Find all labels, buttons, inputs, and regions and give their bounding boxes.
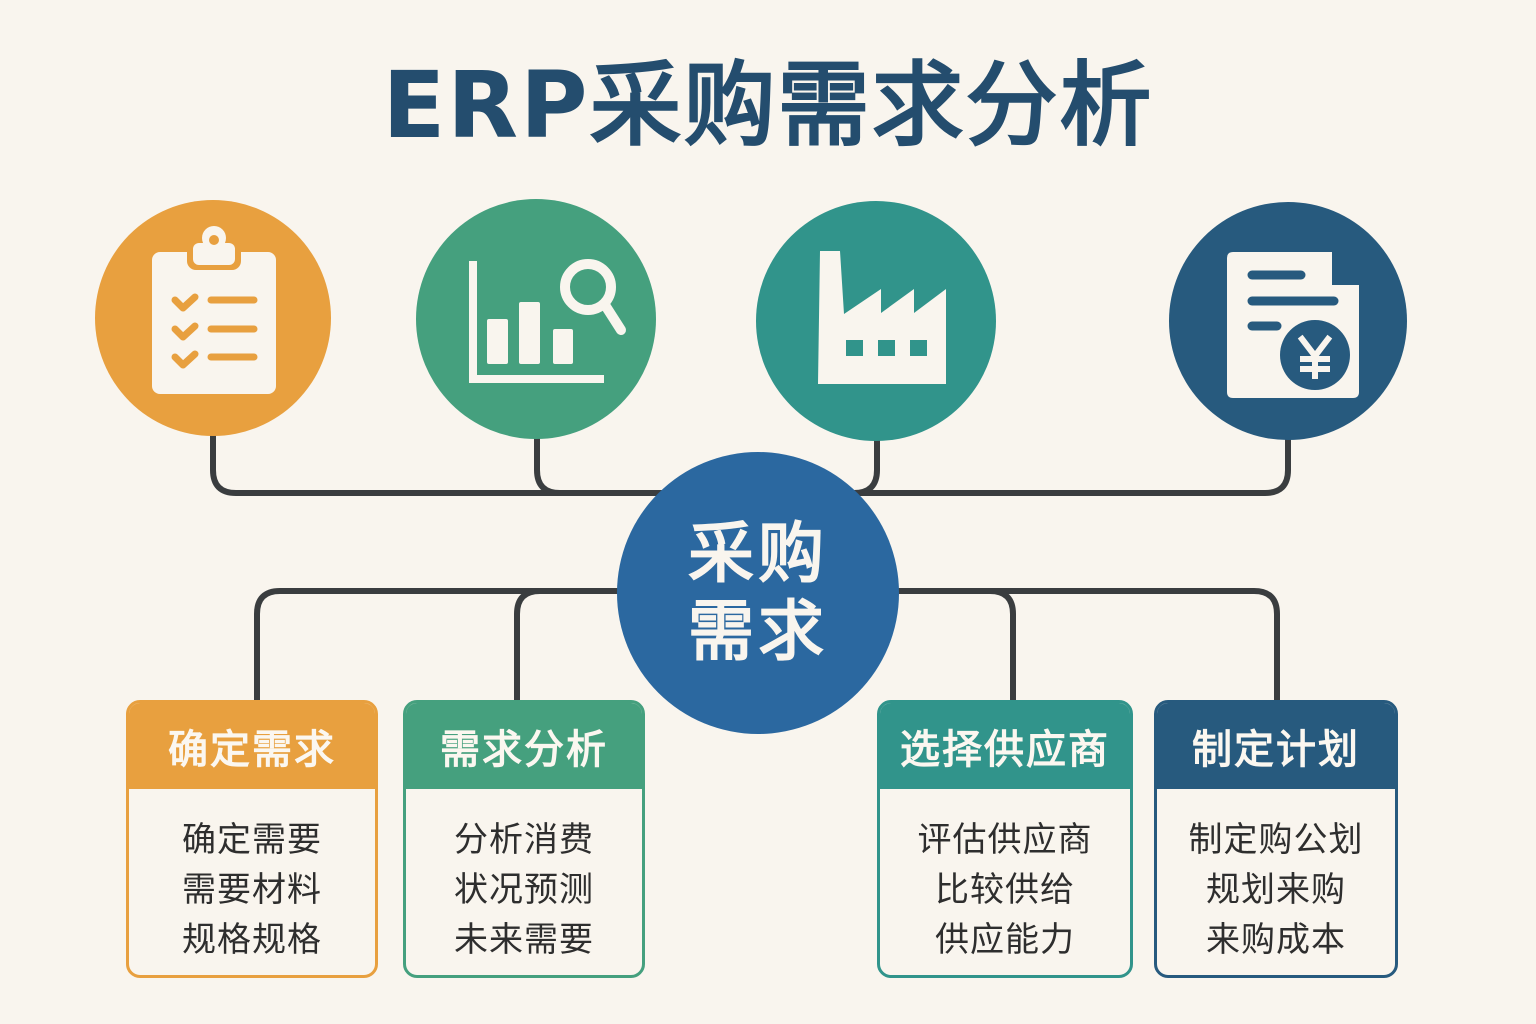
connector-bottom-2 [514,588,543,705]
card-line: 规格规格 [182,920,322,960]
circle-cost-document [1169,202,1407,440]
card-body: 评估供应商 比较供给 供应能力 [880,789,1130,965]
page-title: ERP采购需求分析 [382,52,1154,159]
card-line: 比较供给 [935,870,1075,910]
card-body: 确定需要 需要材料 规格规格 [129,789,375,965]
card-make-plan: 制定计划 制定购公划 规划来购 来购成本 [1154,700,1398,978]
card-body: 制定购公划 规划来购 来购成本 [1157,789,1395,965]
card-demand-analysis: 需求分析 分析消费 状况预测 未来需要 [403,700,645,978]
card-line: 确定需要 [182,820,322,860]
connector-bottom-3 [987,588,1016,705]
card-header: 制定计划 [1157,703,1395,789]
clipboard-checklist-icon [152,226,276,394]
card-line: 供应能力 [935,920,1075,960]
connector-top-3 [851,429,880,496]
bar-chart-magnifier-icon [469,259,626,383]
card-header: 需求分析 [406,703,642,789]
card-line: 规划来购 [1206,870,1346,910]
card-line: 分析消费 [454,820,594,860]
circle-factory [756,201,996,441]
circle-analysis [416,199,656,439]
card-header: 确定需求 [129,703,375,789]
card-line: 制定购公划 [1188,820,1364,860]
card-header: 选择供应商 [880,703,1130,789]
card-body: 分析消费 状况预测 未来需要 [406,789,642,965]
card-select-supplier: 选择供应商 评估供应商 比较供给 供应能力 [877,700,1133,978]
card-line: 来购成本 [1206,920,1346,960]
card-determine-demand: 确定需求 确定需要 需要材料 规格规格 [126,700,378,978]
center-label-line1: 采购 [688,515,828,592]
card-line: 评估供应商 [917,820,1093,860]
circle-clipboard [95,200,331,436]
connector-top-2 [534,429,563,496]
factory-icon [818,251,946,384]
yuan-document-icon [1227,252,1359,398]
card-line: 未来需要 [454,920,594,960]
center-label-line2: 需求 [688,593,828,670]
card-line: 状况预测 [454,870,594,910]
center-node: 采购 需求 [617,452,899,734]
card-line: 需要材料 [182,870,322,910]
